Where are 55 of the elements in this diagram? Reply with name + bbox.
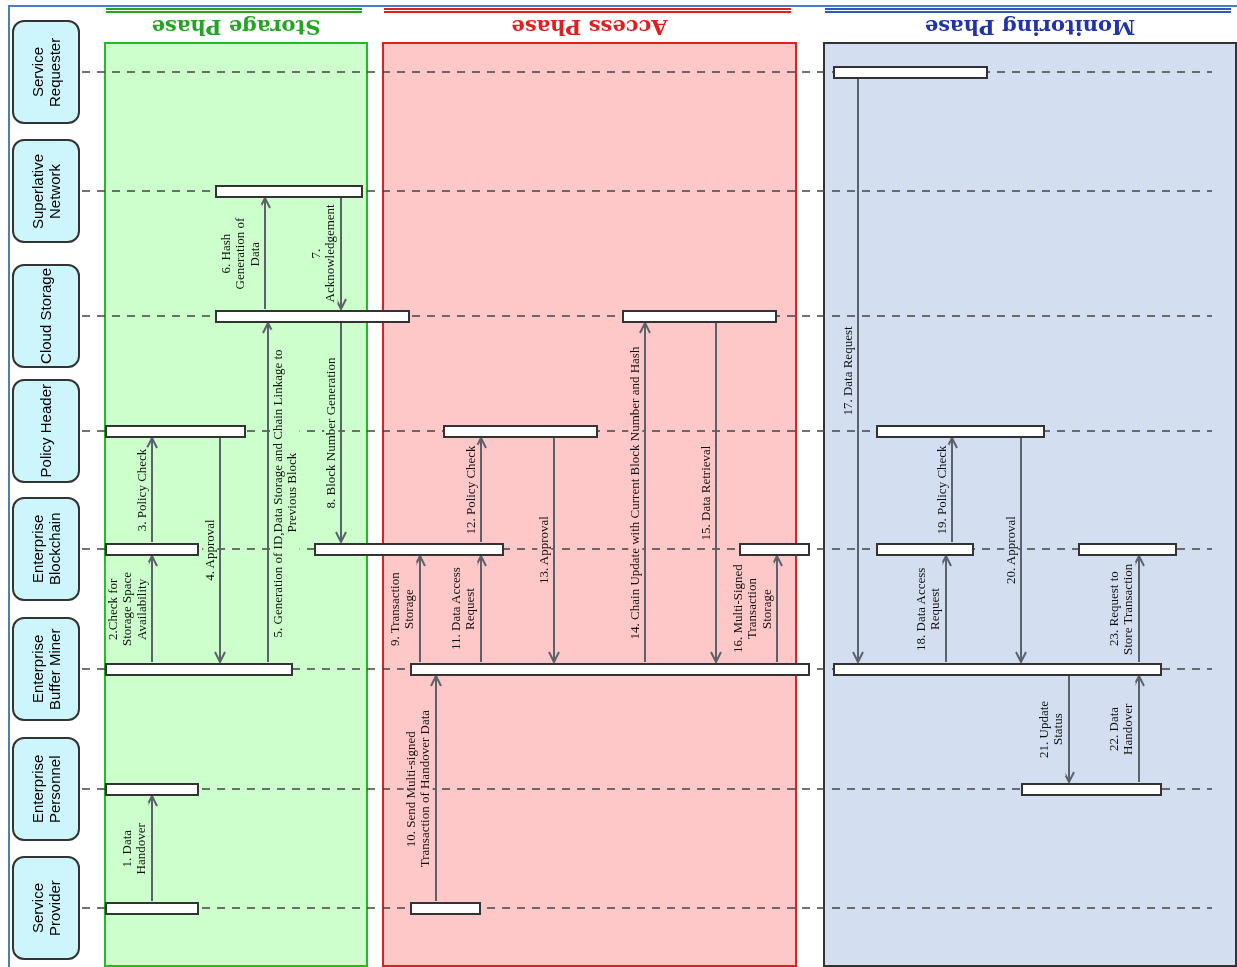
message-arrow xyxy=(946,437,958,543)
message-arrow xyxy=(335,322,347,543)
activation-bar xyxy=(833,66,988,79)
message-arrow xyxy=(414,555,426,663)
message-arrow xyxy=(262,322,274,663)
activation-bar xyxy=(443,425,598,438)
activation-bar xyxy=(105,663,293,676)
activation-bar xyxy=(105,543,199,556)
participant-box: Service Provider xyxy=(12,856,80,960)
participant-box: Cloud Storage xyxy=(12,264,80,368)
message-arrow xyxy=(1133,675,1145,783)
message-arrow xyxy=(146,437,158,543)
activation-bar xyxy=(105,902,199,915)
message-arrow xyxy=(146,795,158,902)
activation-bar xyxy=(314,543,504,556)
message-arrow xyxy=(214,437,226,663)
phase-title: Access Phase xyxy=(510,15,669,39)
activation-bar xyxy=(1021,783,1162,796)
edge-label: 7. Acknowledgement xyxy=(309,204,338,303)
activation-bar xyxy=(876,425,1045,438)
message-arrow xyxy=(146,555,158,663)
message-arrow xyxy=(940,555,952,663)
message-arrow xyxy=(335,197,347,310)
message-arrow xyxy=(710,322,722,663)
message-arrow xyxy=(548,437,560,663)
participant-box: Enterprise Blockchain xyxy=(12,497,80,601)
participant-box: Superlative Network xyxy=(12,139,80,243)
message-arrow xyxy=(475,437,487,543)
message-arrow xyxy=(852,78,864,663)
activation-bar xyxy=(876,543,974,556)
activation-bar xyxy=(215,185,363,198)
activation-bar xyxy=(215,310,410,323)
message-arrow xyxy=(771,555,783,663)
message-arrow xyxy=(1063,675,1075,783)
participant-box: Policy Header xyxy=(12,379,80,483)
phase-title: Storage Phase xyxy=(150,15,322,39)
activation-bar xyxy=(105,425,246,438)
participant-box: Service Requester xyxy=(12,20,80,124)
edge-label: 23. Request to Store Transaction xyxy=(1107,562,1136,656)
message-arrow xyxy=(475,555,487,663)
activation-bar xyxy=(105,783,199,796)
participant-box: Enterprise Personnel xyxy=(12,737,80,841)
participant-box: Enterprise Buffer Miner xyxy=(12,617,80,721)
activation-bar xyxy=(622,310,777,323)
activation-bar xyxy=(1078,543,1177,556)
message-arrow xyxy=(1015,437,1027,663)
message-arrow xyxy=(259,197,271,310)
message-arrow xyxy=(1133,555,1145,663)
activation-bar xyxy=(833,663,1162,676)
edge-label: 2.Check for Storage Space Availability xyxy=(106,562,149,656)
activation-bar xyxy=(739,543,810,556)
activation-bar xyxy=(410,902,481,915)
message-arrow xyxy=(430,675,442,902)
phase-title: Monitoring Phase xyxy=(923,15,1137,39)
message-arrow xyxy=(639,322,651,663)
